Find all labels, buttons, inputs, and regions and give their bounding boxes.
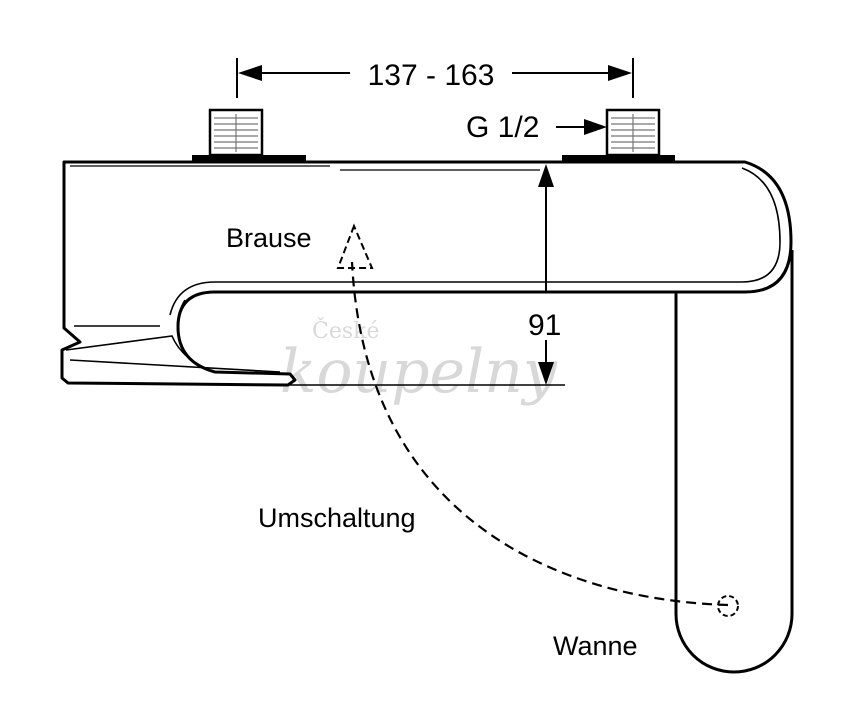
spout-front (176, 299, 186, 356)
switch-arc (350, 261, 729, 607)
body-inner-contour (169, 167, 781, 316)
connector-right (605, 108, 661, 157)
thread-arrow (584, 119, 607, 135)
tub-position-marker (717, 595, 739, 617)
watermark-line2: koupelny (280, 337, 558, 407)
height-dimension (288, 164, 565, 386)
mounting-plate-left (192, 155, 306, 163)
switch-label: Umschaltung (258, 503, 416, 533)
thread-label: G 1/2 (466, 111, 539, 144)
width-range-label: 137 - 163 (368, 59, 495, 92)
shower-position-marker (336, 223, 374, 269)
mounting-plate-right (562, 155, 675, 163)
watermark: České koupelny (280, 317, 558, 407)
lever-handle (674, 250, 794, 674)
height-label: 91 (528, 309, 561, 342)
width-dimension (236, 58, 634, 98)
tub-label: Wanne (553, 631, 638, 661)
body-top-highlight (70, 165, 540, 171)
connector-left (208, 108, 264, 157)
shower-label: Brause (226, 223, 312, 253)
watermark-line1: České (312, 317, 380, 344)
